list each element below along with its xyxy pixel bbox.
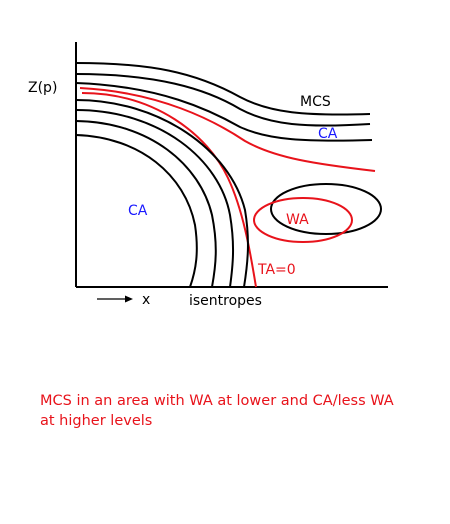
isentrope-upper-3	[75, 82, 373, 142]
caption: MCS in an area with WA at lower and CA/l…	[40, 391, 420, 431]
warm-air-ellipse	[253, 197, 353, 243]
caption-line-1: MCS in an area with WA at lower and CA/l…	[40, 393, 394, 409]
isentrope-arc-1	[75, 99, 249, 288]
wa-label: WA	[286, 212, 309, 228]
isentrope-upper-1	[75, 62, 371, 116]
y-axis-label: Z(p)	[28, 80, 57, 96]
black-ellipse	[270, 183, 382, 235]
caption-line-2: at higher levels	[40, 413, 153, 429]
red-curve-ta-zero	[81, 92, 257, 288]
isentrope-upper-2	[75, 73, 371, 127]
ca-lower-label: CA	[128, 203, 148, 219]
mcs-label: MCS	[300, 94, 331, 110]
ca-upper-label: CA	[318, 126, 338, 142]
isentropes-label: isentropes	[189, 293, 262, 309]
x-axis-label: x	[142, 292, 150, 308]
isentrope-arc-4	[75, 134, 198, 288]
isentrope-arc-2	[75, 109, 235, 288]
x-arrow-head	[125, 295, 133, 303]
ta-zero-label: TA=0	[257, 262, 296, 278]
red-line-upper	[79, 87, 376, 172]
isentrope-arc-3	[75, 120, 217, 288]
